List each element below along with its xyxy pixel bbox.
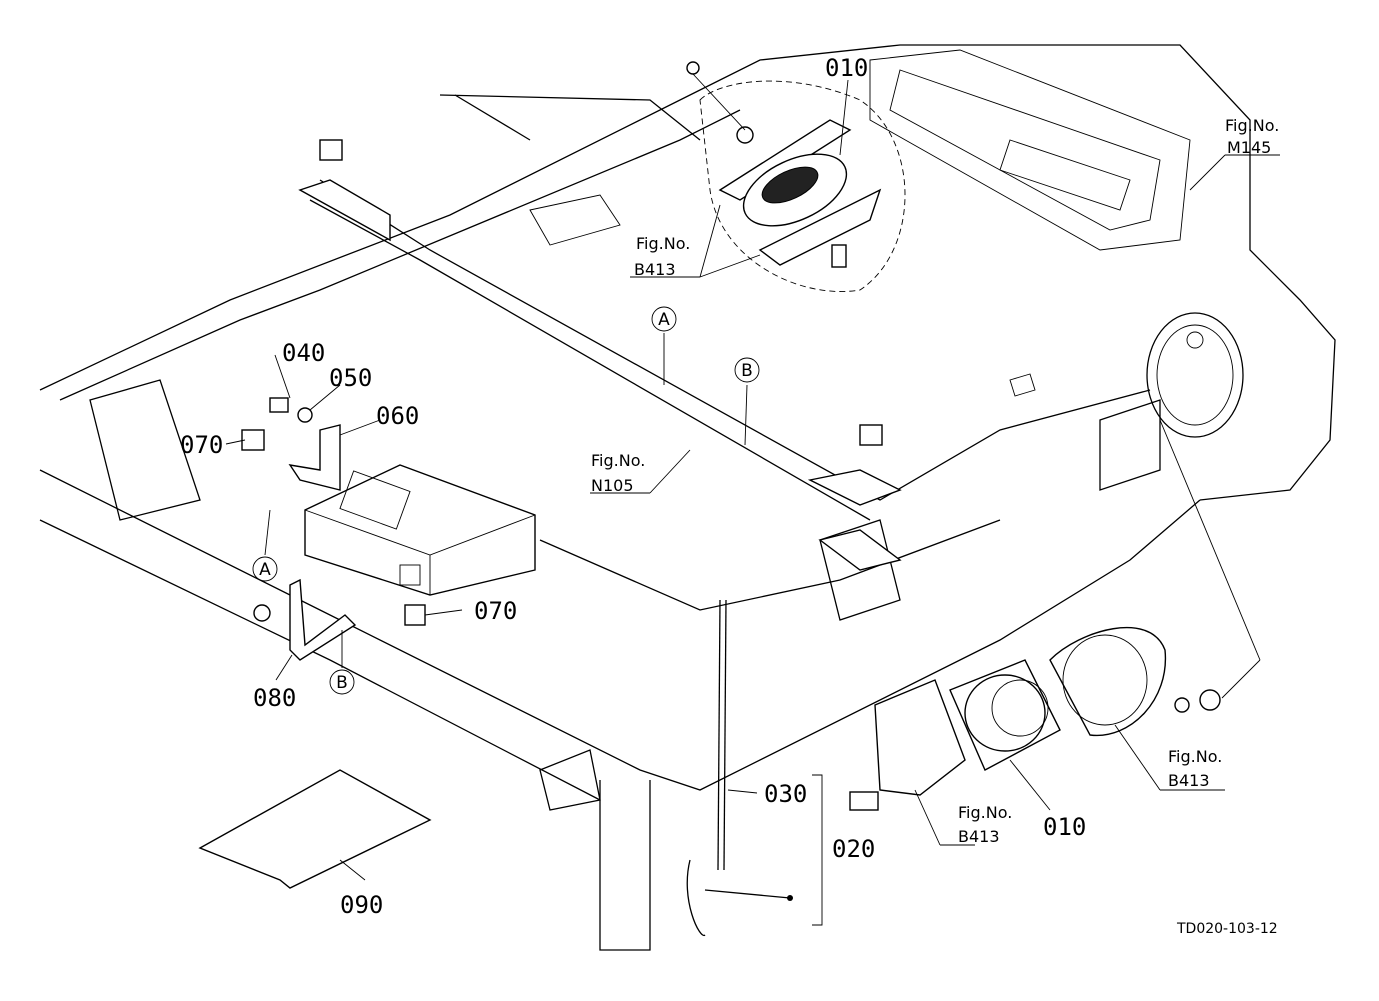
label-020: 020 [832, 835, 875, 863]
fig-b413-mid-line2: B413 [958, 827, 1000, 846]
fig-m145-line2: M145 [1227, 138, 1271, 157]
top-speaker-assembly [686, 61, 906, 292]
fig-n105-line1: Fig.No. [591, 451, 645, 470]
brackets-and-fasteners [241, 139, 902, 661]
label-080: 080 [253, 684, 296, 712]
cab-frame [39, 44, 1336, 951]
leader-lines [225, 79, 1280, 881]
marker-b-top: B [741, 361, 753, 381]
label-010-bottom: 010 [1043, 813, 1086, 841]
fig-m145-line1: Fig.No. [1225, 116, 1279, 135]
figure-references: Fig.No. M145 Fig.No. B413 Fig.No. N105 F… [591, 116, 1279, 846]
fig-b413-top-line1: Fig.No. [636, 234, 690, 253]
marker-a-left: A [259, 560, 271, 580]
fig-b413-right-line2: B413 [1168, 771, 1210, 790]
label-070-left: 070 [180, 431, 223, 459]
label-070-mid: 070 [474, 597, 517, 625]
part-number-labels: 010 040 050 060 070 070 080 030 020 010 … [180, 54, 1086, 919]
label-010-top: 010 [825, 54, 868, 82]
fig-b413-mid-line1: Fig.No. [958, 803, 1012, 822]
marker-a-top: A [658, 310, 670, 330]
fig-b413-right-line1: Fig.No. [1168, 747, 1222, 766]
label-040: 040 [282, 339, 325, 367]
drawing-code: TD020-103-12 [1176, 921, 1278, 937]
circled-markers: A B A B [252, 306, 760, 695]
marker-b-bottom: B [336, 673, 348, 693]
radio-unit [304, 464, 536, 596]
label-030: 030 [764, 780, 807, 808]
fig-n105-line2: N105 [591, 476, 634, 495]
manual-sheet [198, 769, 432, 889]
label-090: 090 [340, 891, 383, 919]
fig-b413-top-line2: B413 [634, 260, 676, 279]
label-060: 060 [376, 402, 419, 430]
label-050: 050 [329, 364, 372, 392]
right-speaker-assembly [849, 419, 1261, 811]
antenna [686, 599, 823, 936]
